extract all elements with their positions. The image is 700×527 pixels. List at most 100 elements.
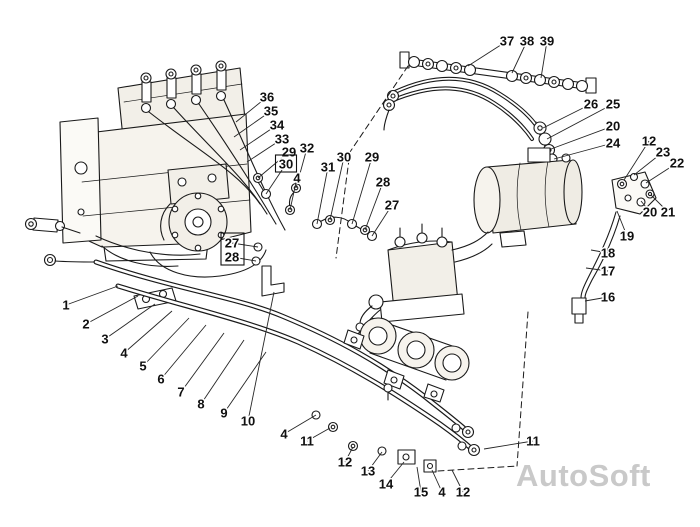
- leader-line-27: [371, 204, 393, 237]
- callout-2: 2: [82, 317, 89, 332]
- hydraulic-hoses: [382, 76, 540, 141]
- callout-1: 1: [62, 298, 69, 313]
- callout-19: 19: [620, 229, 634, 244]
- callout-5: 5: [139, 359, 146, 374]
- callout-7: 7: [177, 385, 184, 400]
- callout-9: 9: [220, 406, 227, 421]
- leader-line-12: [344, 446, 354, 463]
- leader-line-20: [550, 125, 614, 150]
- leader-line-33: [246, 138, 283, 163]
- callout-4: 4: [293, 171, 301, 186]
- fuel-filter-assembly: [355, 223, 493, 332]
- callout-6: 6: [157, 372, 164, 387]
- leader-line-4: [289, 177, 298, 211]
- callout-30: 30: [279, 157, 293, 172]
- leader-line-37: [467, 40, 508, 67]
- cable-connector: [571, 297, 587, 315]
- leader-line-10: [247, 291, 275, 422]
- leader-line-4: [123, 310, 173, 354]
- callout-20: 20: [606, 119, 620, 134]
- callout-12: 12: [338, 455, 352, 470]
- callout-13: 13: [361, 464, 375, 479]
- callout-4: 4: [280, 427, 288, 442]
- callout-29: 29: [282, 145, 296, 160]
- leader-line-2: [85, 295, 139, 325]
- leader-line-18: [590, 249, 609, 254]
- leader-line-29: [351, 156, 373, 225]
- callout-4: 4: [120, 346, 128, 361]
- leader-line-15: [416, 466, 422, 493]
- electrical-cable: [571, 211, 621, 324]
- callout-11: 11: [300, 434, 314, 449]
- callout-12: 12: [456, 485, 470, 500]
- leader-line-39: [540, 40, 548, 79]
- callout-17: 17: [601, 264, 615, 279]
- leader-line-31: [316, 166, 329, 225]
- callout-27: 27: [225, 236, 239, 251]
- leader-line-4: [431, 469, 443, 493]
- leader-line-34: [239, 124, 278, 151]
- callout-box-0: [274, 154, 298, 173]
- injector-assemblies: [140, 60, 286, 231]
- callout-28: 28: [376, 175, 390, 190]
- leader-line-1: [65, 285, 119, 306]
- leader-line-25: [546, 103, 614, 140]
- leader-line-13: [367, 451, 383, 472]
- intake-manifold: [343, 317, 470, 403]
- callout-35: 35: [264, 104, 278, 119]
- leader-line-4: [283, 414, 317, 435]
- callout-31: 31: [321, 160, 335, 175]
- callout-36: 36: [260, 90, 274, 105]
- callout-15: 15: [414, 485, 428, 500]
- leader-line-21: [650, 194, 669, 213]
- watermark: AutoSoft: [516, 458, 651, 493]
- l-bracket: [261, 265, 285, 297]
- callout-21: 21: [661, 205, 675, 220]
- drive-shaft-assembly: [399, 51, 597, 94]
- leader-line-23: [633, 151, 664, 176]
- dashed-boundary: [335, 65, 529, 472]
- callout-14: 14: [379, 477, 394, 492]
- leader-line-19: [616, 210, 628, 237]
- leader-line-24: [553, 142, 614, 160]
- pipe-clamps-hardware: [311, 383, 437, 473]
- leader-line-8: [200, 339, 245, 405]
- callout-22: 22: [670, 156, 684, 171]
- callout-8: 8: [197, 397, 204, 412]
- callout-23: 23: [656, 145, 670, 160]
- leader-line-28: [364, 181, 384, 231]
- leader-line-16: [584, 296, 609, 302]
- engine-block: [59, 67, 267, 278]
- leader-line-11: [483, 440, 534, 450]
- callout-25: 25: [606, 97, 620, 112]
- leader-line-12: [451, 469, 464, 493]
- leader-line-5: [142, 317, 190, 367]
- leader-line-14: [385, 461, 405, 485]
- callout-3: 3: [101, 332, 108, 347]
- leader-line-36: [235, 96, 268, 123]
- callout-32: 32: [300, 141, 314, 156]
- leader-line-11: [306, 427, 331, 442]
- leader-line-9: [223, 351, 267, 414]
- pump-motor: [473, 147, 583, 248]
- callout-30: 30: [337, 150, 351, 165]
- callout-16: 16: [601, 290, 615, 305]
- callout-11: 11: [526, 434, 540, 449]
- leader-line-7: [180, 332, 225, 393]
- callout-28: 28: [225, 250, 239, 265]
- callout-33: 33: [275, 132, 289, 147]
- mounting-bracket-hardware: [611, 171, 657, 215]
- leader-line-32: [295, 147, 308, 189]
- callout-39: 39: [540, 34, 554, 49]
- callout-34: 34: [270, 118, 285, 133]
- callout-box-1: [220, 232, 245, 266]
- fuel-pipes: [93, 259, 481, 457]
- callout-4: 4: [438, 485, 446, 500]
- callout-27: 27: [385, 198, 399, 213]
- leader-line-20: [640, 200, 651, 213]
- leader-line-27: [231, 242, 259, 248]
- callout-26: 26: [584, 97, 598, 112]
- leader-line-30: [329, 156, 345, 221]
